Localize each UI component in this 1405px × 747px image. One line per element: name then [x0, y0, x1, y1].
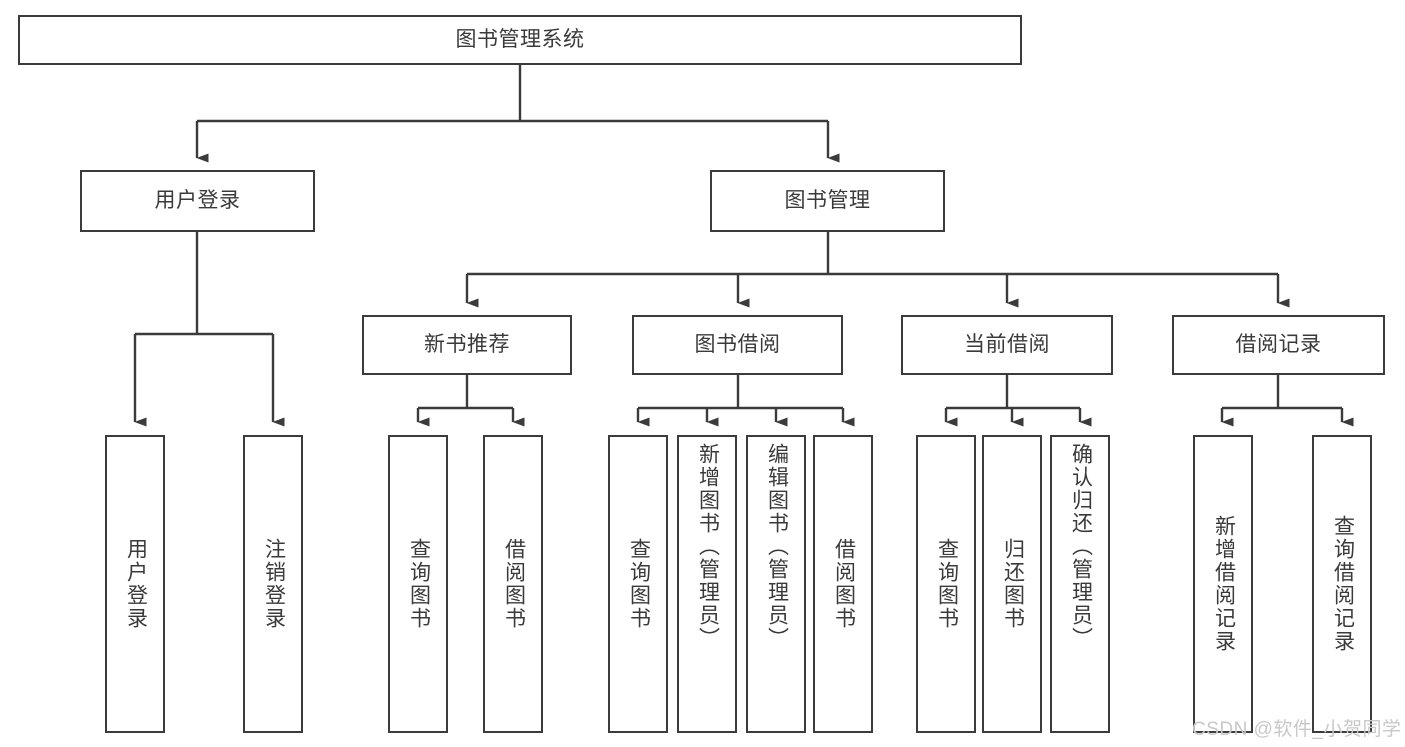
node-label: 图书管理系统: [455, 27, 585, 51]
node-new-book-recommend[interactable]: 新书推荐: [362, 315, 572, 375]
node-borrow-record[interactable]: 借阅记录: [1172, 315, 1385, 375]
leaf-current-borrow-query-book[interactable]: 查询图书: [916, 435, 976, 733]
node-label: 归还图书: [1001, 538, 1025, 630]
node-label: 当前借阅: [964, 332, 1050, 356]
node-current-borrow[interactable]: 当前借阅: [901, 315, 1113, 375]
node-label: 借阅记录: [1235, 332, 1322, 356]
node-label: 查询图书: [627, 538, 651, 630]
node-label: 借阅图书: [502, 538, 526, 630]
node-label: 查询图书: [407, 538, 431, 630]
node-user-login[interactable]: 用户登录: [80, 170, 315, 232]
leaf-book-borrow-add-book-admin[interactable]: 新增图书（管理员）: [677, 435, 737, 733]
leaf-borrow-record-query-record[interactable]: 查询借阅记录: [1312, 435, 1372, 733]
leaf-current-borrow-return-book[interactable]: 归还图书: [982, 435, 1042, 733]
node-root-book-management-system[interactable]: 图书管理系统: [18, 15, 1022, 65]
leaf-book-borrow-borrow-book[interactable]: 借阅图书: [813, 435, 873, 733]
node-label: 图书管理: [784, 188, 871, 212]
leaf-user-login-login[interactable]: 用户登录: [105, 435, 165, 733]
node-book-management[interactable]: 图书管理: [710, 170, 945, 232]
node-book-borrow[interactable]: 图书借阅: [632, 315, 843, 375]
node-label: 编辑图书（管理员）: [765, 443, 789, 650]
leaf-book-borrow-edit-book-admin[interactable]: 编辑图书（管理员）: [746, 435, 806, 733]
node-label: 用户登录: [154, 188, 241, 212]
leaf-book-borrow-query-book[interactable]: 查询图书: [608, 435, 668, 733]
node-label: 确认归还（管理员）: [1069, 443, 1093, 650]
csdn-watermark: CSDN @软件_小贺同学: [1192, 719, 1402, 740]
leaf-current-borrow-confirm-return-admin[interactable]: 确认归还（管理员）: [1050, 435, 1110, 733]
node-label: 新增图书（管理员）: [696, 443, 720, 650]
node-label: 新书推荐: [424, 332, 510, 356]
node-label: 用户登录: [124, 538, 148, 630]
node-label: 注销登录: [262, 538, 286, 630]
leaf-user-login-logout[interactable]: 注销登录: [243, 435, 303, 733]
leaf-borrow-record-add-record[interactable]: 新增借阅记录: [1193, 435, 1253, 733]
leaf-new-book-query-book[interactable]: 查询图书: [388, 435, 448, 733]
node-label: 图书借阅: [694, 332, 781, 356]
node-label: 查询图书: [935, 538, 959, 630]
leaf-new-book-borrow-book[interactable]: 借阅图书: [483, 435, 543, 733]
node-label: 借阅图书: [832, 538, 856, 630]
node-label: 新增借阅记录: [1212, 515, 1236, 653]
node-label: 查询借阅记录: [1331, 515, 1355, 653]
